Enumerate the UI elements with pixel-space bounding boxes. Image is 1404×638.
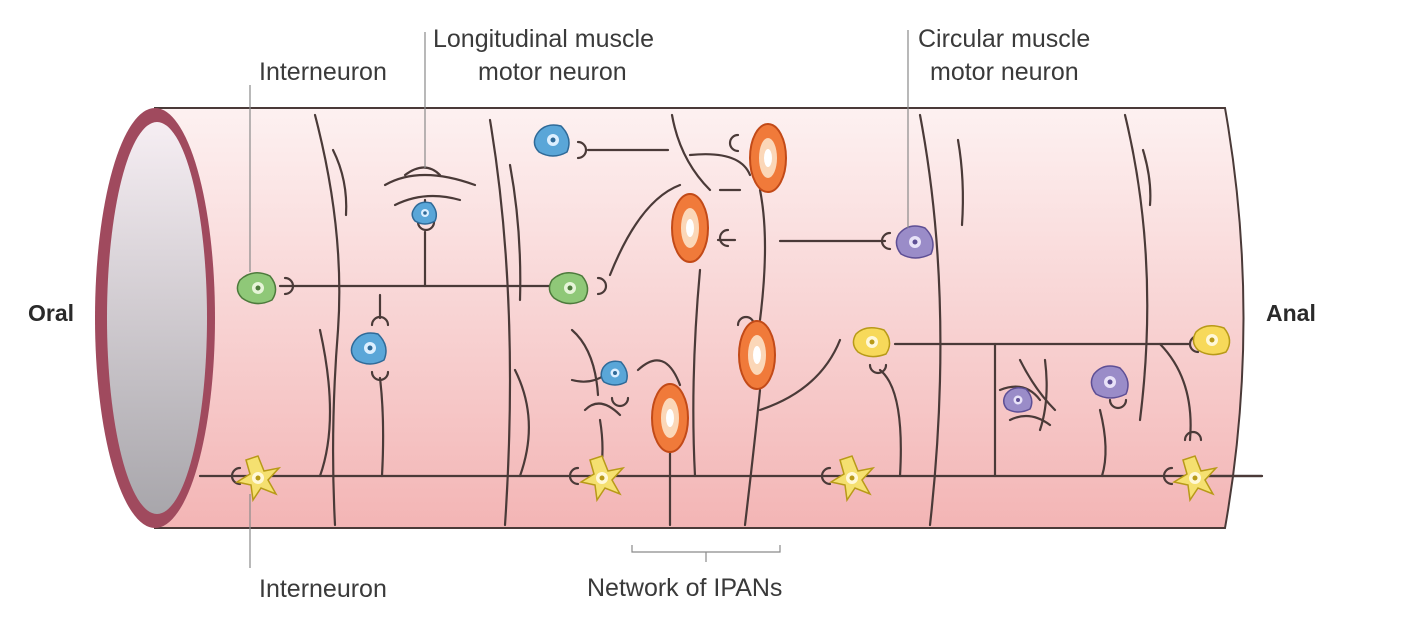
longitudinal-motor-neurons <box>350 124 628 386</box>
circular-motor-neurons <box>895 225 1129 413</box>
ipan-1 <box>749 123 787 193</box>
leader-lines <box>249 30 909 568</box>
purple-neuron-1 <box>895 225 934 259</box>
yellow-star-interneurons <box>235 455 1219 503</box>
star-neuron-2 <box>579 455 626 503</box>
ipan-2 <box>671 193 709 263</box>
purple-neuron-2 <box>1090 365 1129 399</box>
interneuron-bottom-label: Interneuron <box>259 575 387 603</box>
green-interneuron-left <box>236 272 277 305</box>
longitudinal-label-line1: Longitudinal muscle <box>433 25 654 53</box>
anal-label: Anal <box>1266 300 1316 326</box>
yellow-neuron-2 <box>1192 325 1231 356</box>
ipan-cells <box>651 123 787 453</box>
interneuron-green-cells <box>236 272 589 305</box>
interneuron-top-label: Interneuron <box>259 58 387 86</box>
star-neuron-4 <box>1172 455 1219 503</box>
ipans-label: Network of IPANs <box>587 574 782 602</box>
circular-label-line1: Circular muscle <box>918 25 1090 53</box>
blue-neuron-1 <box>533 124 570 157</box>
ipan-3 <box>738 320 776 390</box>
purple-neuron-3 <box>1003 387 1033 413</box>
oral-label: Oral <box>28 300 74 326</box>
star-neuron-3 <box>829 455 876 503</box>
blue-neuron-2 <box>411 201 438 225</box>
nerve-fibers <box>198 113 1264 527</box>
green-interneuron-middle <box>548 272 589 305</box>
ipan-4 <box>651 383 689 453</box>
tube-lumen <box>107 122 207 514</box>
yellow-round-neurons <box>852 325 1231 358</box>
circular-label-line2: motor neuron <box>930 58 1079 86</box>
synapse-terminals <box>230 133 1203 486</box>
longitudinal-label-line2: motor neuron <box>478 58 627 86</box>
star-neuron-1 <box>235 455 282 503</box>
yellow-neuron-1 <box>852 327 891 358</box>
blue-neuron-3 <box>350 332 387 365</box>
blue-neuron-4 <box>600 360 628 386</box>
